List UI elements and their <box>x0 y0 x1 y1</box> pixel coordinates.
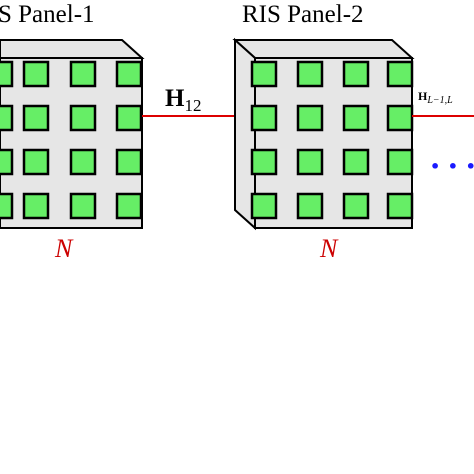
panel-2-element-r4-c4 <box>386 192 414 220</box>
panel-1-element-r3-c2 <box>22 148 50 176</box>
panel-1-element-r3-c3 <box>69 148 97 176</box>
channel-12-label: H12 <box>165 85 201 115</box>
panel-1-element-grid <box>0 60 143 220</box>
panel-2-element-r4-c2 <box>296 192 324 220</box>
panel-2-top-face <box>232 39 415 59</box>
panel-1-element-r2-c3 <box>69 104 97 132</box>
panel-1-element-r4-c4 <box>115 192 143 220</box>
panel-2-element-r1-c1 <box>250 60 278 88</box>
panel-1-size-label: N <box>54 234 74 263</box>
panel-2-element-r3-c2 <box>296 148 324 176</box>
panel-1-element-r4-c1 <box>0 192 14 220</box>
panel-1-top-face <box>0 39 145 59</box>
panel-1-element-r1-c4 <box>115 60 143 88</box>
panel-2-element-r4-c3 <box>342 192 370 220</box>
ris-panel-2 <box>232 37 415 231</box>
panel-1-element-r4-c2 <box>22 192 50 220</box>
panel-2-size-label: N <box>319 234 339 263</box>
panel-1-title: S Panel-1 <box>0 1 95 28</box>
panel-1-element-r2-c1 <box>0 104 14 132</box>
panel-1-element-r4-c3 <box>69 192 97 220</box>
panel-2-element-r2-c3 <box>342 104 370 132</box>
panel-2-element-r1-c2 <box>296 60 324 88</box>
panel-2-element-r2-c1 <box>250 104 278 132</box>
channel-12-symbol: H <box>165 85 185 112</box>
panel-2-element-r1-c4 <box>386 60 414 88</box>
panel-2-element-r1-c3 <box>342 60 370 88</box>
panel-2-element-grid <box>250 60 414 220</box>
panel-2-element-r3-c3 <box>342 148 370 176</box>
panel-2-element-r3-c1 <box>250 148 278 176</box>
panel-1-element-r2-c4 <box>115 104 143 132</box>
panel-1-element-r2-c2 <box>22 104 50 132</box>
panel-1-element-r3-c4 <box>115 148 143 176</box>
panel-2-element-r2-c2 <box>296 104 324 132</box>
channel-last-label: HL−1,L <box>418 89 453 106</box>
continuation-ellipsis: • • • <box>430 157 474 176</box>
panel-1-element-r3-c1 <box>0 148 14 176</box>
panel-2-title: RIS Panel-2 <box>242 1 364 28</box>
panel-2-front-face <box>254 57 413 229</box>
panel-2-element-r3-c4 <box>386 148 414 176</box>
panel-2-element-r2-c4 <box>386 104 414 132</box>
panel-1-element-r1-c1 <box>0 60 14 88</box>
panel-2-element-r4-c1 <box>250 192 278 220</box>
channel-last-symbol: H <box>418 89 428 103</box>
panel-1-element-r1-c3 <box>69 60 97 88</box>
channel-last-subscript: L−1,L <box>426 95 453 106</box>
ris-panel-1 <box>0 39 145 229</box>
panel-1-element-r1-c2 <box>22 60 50 88</box>
channel-12-subscript: 12 <box>184 96 201 115</box>
